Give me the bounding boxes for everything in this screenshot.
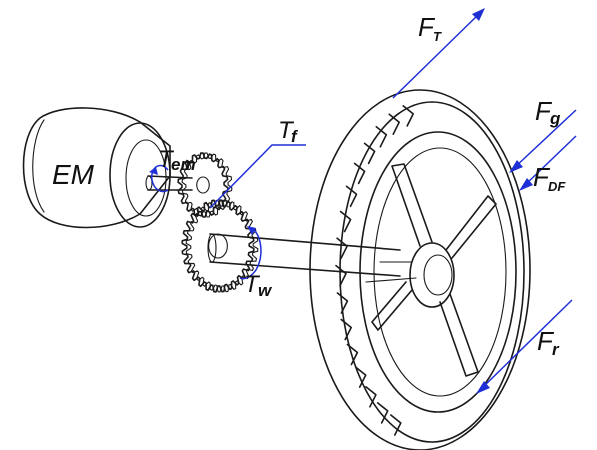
svg-text:r: r [552, 340, 560, 359]
tire-tread [353, 162, 366, 185]
svg-text:F: F [418, 12, 436, 42]
tire-tread [335, 264, 347, 287]
tire-tread [375, 126, 388, 148]
svg-text:f: f [291, 127, 299, 146]
tire-tread [354, 366, 367, 388]
tire-tread [363, 142, 376, 165]
force-r-label: F r [537, 326, 560, 359]
svg-text:T: T [158, 146, 175, 173]
tire-tread [336, 292, 349, 314]
tire-tread [365, 386, 377, 408]
svg-text:T: T [244, 271, 261, 298]
tire-tread [402, 105, 414, 127]
force-r-arrow [476, 299, 573, 394]
svg-text:F: F [533, 162, 551, 192]
torque-f-leader [209, 144, 306, 209]
svg-text:DF: DF [548, 179, 566, 194]
force-DF-arrow [519, 135, 577, 191]
tire-tread [345, 185, 358, 208]
svg-text:T: T [278, 117, 295, 144]
tire-tread [376, 402, 389, 424]
torque-em-arrow [149, 164, 169, 193]
svg-text:T: T [433, 29, 442, 44]
pinion-gear [177, 152, 233, 218]
tire-tread [390, 414, 402, 436]
tire-tread [346, 343, 359, 366]
svg-text:F: F [537, 326, 555, 356]
force-T-label: F T [418, 12, 442, 44]
driven-gear [181, 199, 259, 293]
electric-motor [22, 107, 193, 229]
force-T-arrow [392, 8, 485, 99]
wheel-axle [207, 233, 401, 277]
svg-text:F: F [535, 96, 553, 126]
force-DF-label: F DF [533, 162, 566, 194]
svg-text:w: w [258, 281, 273, 300]
tire-tread [340, 318, 352, 341]
tire-tread [388, 113, 400, 135]
svg-text:em: em [171, 155, 196, 174]
force-g-label: F g [535, 96, 561, 128]
svg-text:g: g [549, 109, 561, 128]
tire-tread [336, 237, 348, 259]
torque-f-label: T f [278, 117, 299, 146]
wheel [309, 89, 531, 450]
torque-w-label: T w [244, 271, 273, 300]
tire-tread [339, 210, 352, 233]
torque-em-label: T em [158, 146, 196, 174]
motor-label: EM [52, 159, 95, 190]
torque-w-arrow [239, 226, 262, 280]
force-g-arrow [509, 109, 577, 173]
